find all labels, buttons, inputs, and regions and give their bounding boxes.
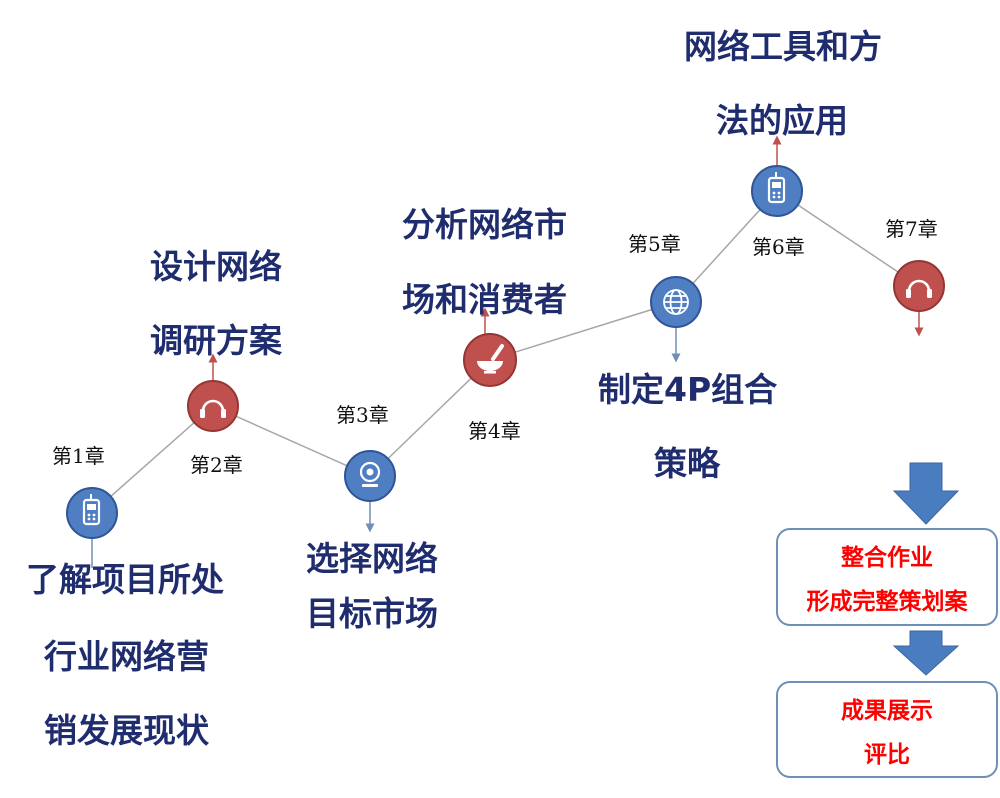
chapter-2-desc-line-1: 设计网络: [150, 247, 282, 286]
chapter-label-1: 第1章: [52, 444, 105, 468]
chapter-node-4: [463, 333, 517, 387]
chapter-3-desc-line-2: 目标市场: [306, 594, 438, 633]
chapter-1-desc-line-3: 销发展现状: [44, 711, 209, 750]
mobile-phone-icon: [767, 172, 786, 204]
chapter-label-2: 第2章: [190, 453, 243, 477]
chapter-node-3: [344, 450, 396, 502]
outcome-2-line-1: 成果展示: [841, 697, 933, 724]
outcome-panel-integrate: 整合作业 形成完整策划案: [776, 528, 998, 626]
chapter-node-7: [893, 260, 945, 312]
outcome-1-line-1: 整合作业: [841, 545, 933, 571]
globe-icon: [663, 289, 689, 315]
chapter-label-6: 第6章: [752, 235, 805, 259]
chapter-4-desc-line-1: 分析网络市: [402, 205, 567, 244]
chapter-3-desc-line-1: 选择网络: [306, 539, 438, 578]
chapter-label-3: 第3章: [336, 403, 389, 427]
webcam-icon: [359, 461, 381, 487]
chapter-label-7: 第7章: [885, 217, 938, 241]
chapter-4-desc-line-2: 场和消费者: [402, 280, 567, 319]
chapter-5-desc-line-1: 制定4P组合: [598, 370, 778, 409]
outcome-panel-showcase: 成果展示 评比: [776, 681, 998, 778]
headphones-icon: [906, 279, 932, 298]
chapter-5-desc-line-2: 策略: [654, 444, 720, 483]
down-arrow-1: [892, 462, 960, 525]
down-arrow-2: [892, 630, 960, 676]
mobile-phone-icon: [82, 494, 101, 526]
headphones-icon: [200, 399, 226, 418]
chapter-6-desc-line-1: 网络工具和方: [684, 27, 882, 66]
chapter-node-1: [66, 487, 118, 539]
chapter-node-2: [187, 380, 239, 432]
outcome-2-line-2: 评比: [864, 741, 910, 768]
chapter-label-4: 第4章: [468, 419, 521, 443]
chapter-1-desc-line-1: 了解项目所处: [26, 560, 224, 599]
chapter-label-5: 第5章: [628, 232, 681, 256]
chapter-6-desc-line-2: 法的应用: [716, 101, 848, 140]
mortar-bowl-icon: [477, 344, 504, 374]
outcome-1-line-2: 形成完整策划案: [806, 589, 968, 615]
chapter-2-desc-line-2: 调研方案: [150, 321, 282, 360]
chapter-node-5: [650, 276, 702, 328]
chapter-node-6: [751, 165, 803, 217]
chapter-1-desc-line-2: 行业网络营: [44, 637, 209, 676]
